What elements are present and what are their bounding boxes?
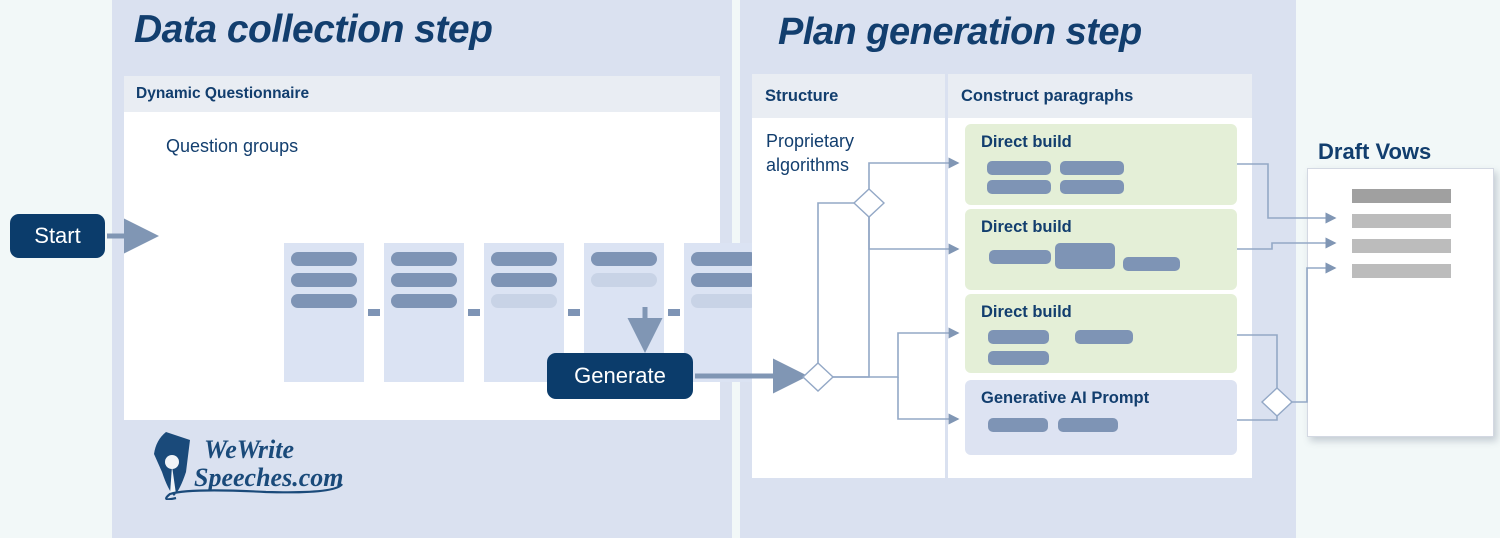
question-bar (291, 273, 357, 287)
question-bar (691, 252, 757, 266)
content-bar (988, 351, 1049, 365)
question-groups-label: Question groups (166, 136, 299, 156)
card-title: Direct build (981, 303, 1072, 321)
construct-column-header: Construct paragraphs (948, 74, 1252, 118)
draft-vows-title: Draft Vows (1318, 139, 1432, 164)
group-connector-dash (568, 309, 580, 316)
content-bar (988, 418, 1048, 432)
question-group-card[interactable] (284, 243, 364, 382)
group-connector-dash (468, 309, 480, 316)
question-bar (491, 294, 557, 308)
content-bar (1058, 418, 1118, 432)
question-bar (491, 252, 557, 266)
question-bar (591, 252, 657, 266)
content-bar (1123, 257, 1180, 271)
paragraph-card-direct-build-1[interactable]: Direct build (965, 124, 1237, 205)
question-bar (291, 294, 357, 308)
svg-text:WeWrite: WeWrite (204, 435, 294, 464)
paragraph-card-generative-ai-prompt[interactable]: Generative AI Prompt (965, 380, 1237, 455)
document-line (1352, 189, 1451, 203)
content-bar (1075, 330, 1133, 344)
question-group-card[interactable] (384, 243, 464, 382)
question-bar (291, 252, 357, 266)
generate-button[interactable]: Generate (547, 353, 693, 399)
fountain-pen-nib-icon (154, 432, 190, 496)
group-connector-dash (668, 309, 680, 316)
document-line (1352, 264, 1451, 278)
paragraph-card-direct-build-3[interactable]: Direct build (965, 294, 1237, 373)
construct-label: Construct paragraphs (961, 86, 1134, 105)
question-bar (391, 252, 457, 266)
column-divider (945, 74, 948, 478)
content-bar (988, 330, 1049, 344)
group-connector-dash (368, 309, 380, 316)
content-bar (1055, 243, 1115, 269)
paragraph-card-direct-build-2[interactable]: Direct build (965, 209, 1237, 290)
content-bar (989, 250, 1051, 264)
wewritespeeches-logo: WeWrite Speeches.com (146, 428, 376, 501)
draft-vows-document[interactable] (1307, 168, 1494, 437)
question-bar (691, 294, 757, 308)
document-line (1352, 239, 1451, 253)
content-bar (987, 161, 1051, 175)
question-group-card[interactable] (684, 243, 764, 382)
plan-generation-title: Plan generation step (778, 11, 1142, 53)
structure-label: Structure (765, 86, 839, 105)
data-collection-title: Data collection step (134, 8, 493, 51)
question-bar (391, 294, 457, 308)
card-title: Generative AI Prompt (981, 389, 1150, 407)
question-bar (491, 273, 557, 287)
questionnaire-header-label: Dynamic Questionnaire (136, 85, 310, 102)
content-bar (987, 180, 1051, 194)
structure-column-header: Structure (752, 74, 945, 118)
question-bar (391, 273, 457, 287)
question-bar (591, 273, 657, 287)
start-button[interactable]: Start (10, 214, 105, 258)
question-bar (691, 273, 757, 287)
questionnaire-header: Dynamic Questionnaire (124, 76, 720, 112)
card-title: Direct build (981, 218, 1072, 236)
content-bar (1060, 161, 1124, 175)
svg-text:Speeches.com: Speeches.com (194, 463, 343, 492)
document-line (1352, 214, 1451, 228)
card-title: Direct build (981, 133, 1072, 151)
content-bar (1060, 180, 1124, 194)
